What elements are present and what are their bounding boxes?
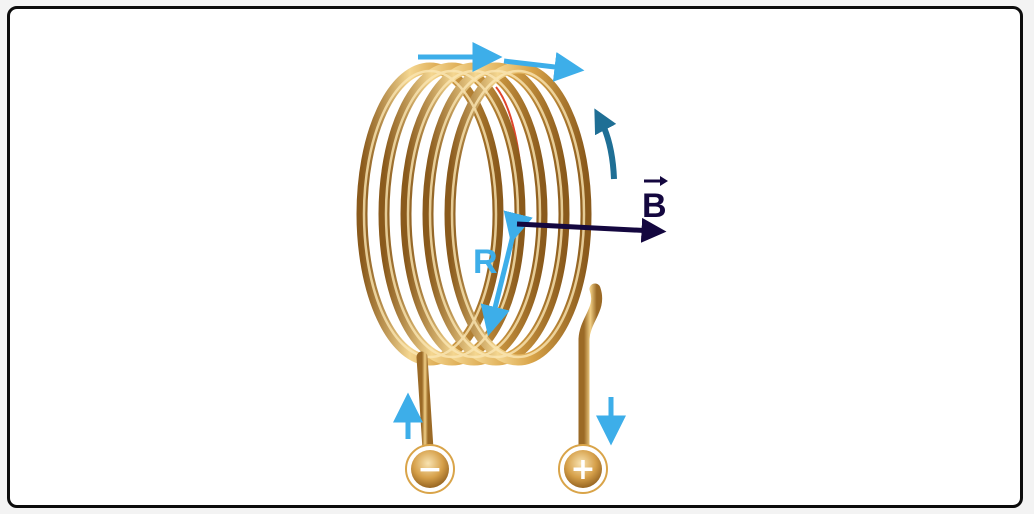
coil-icon xyxy=(356,62,592,366)
terminal-icon xyxy=(564,450,602,488)
field-label-text: B xyxy=(642,187,667,225)
solenoid-diagram: − + R B xyxy=(356,42,668,494)
terminal-icon xyxy=(411,450,449,488)
radius-arrow xyxy=(480,210,533,337)
magnetic-field-arrow-icon xyxy=(516,217,667,243)
terminal-negative: − xyxy=(405,444,455,494)
current-arrow-icon xyxy=(594,108,617,180)
terminal-positive: + xyxy=(558,444,608,494)
lead-wire-negative xyxy=(416,351,434,455)
terminal-negative-sign: − xyxy=(417,452,442,487)
radius-label: R xyxy=(473,243,498,281)
lead-wire-positive xyxy=(578,283,603,455)
current-arrow-icon xyxy=(503,52,585,82)
terminal-positive-sign: + xyxy=(570,452,595,487)
field-label: B xyxy=(642,176,668,225)
diagram-frame: − + R B xyxy=(7,6,1023,508)
